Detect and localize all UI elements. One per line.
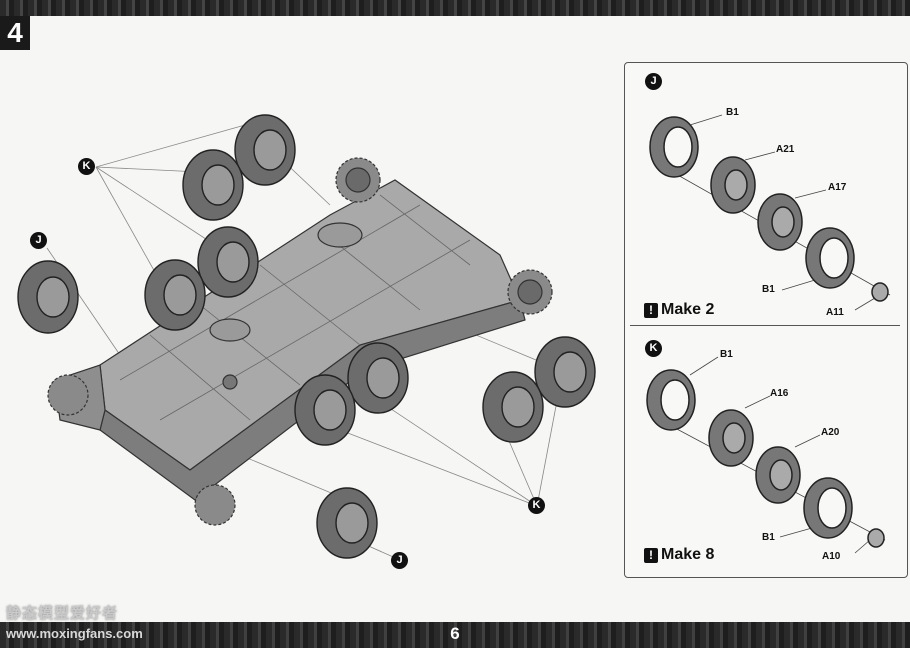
bottom-border-bar xyxy=(0,622,910,648)
panel-j-badge: J xyxy=(645,73,662,90)
panel-k-badge: K xyxy=(645,340,662,357)
page-number: 6 xyxy=(450,624,460,643)
part-label-b1: B1 xyxy=(726,107,739,118)
part-label-b1: B1 xyxy=(762,532,775,543)
make-quantity-k: ! Make 8 xyxy=(644,546,714,564)
step-number: 4 xyxy=(0,16,30,50)
part-label-a11: A11 xyxy=(826,307,844,318)
part-label-b1: B1 xyxy=(720,349,733,360)
make-label: Make 2 xyxy=(661,301,715,318)
top-border-bar xyxy=(0,0,910,16)
callout-j-badge-bottom: J xyxy=(391,552,408,569)
part-label-b1: B1 xyxy=(762,284,775,295)
make-label: Make 8 xyxy=(661,546,715,563)
callout-k-badge-right: K xyxy=(528,497,545,514)
part-label-a10: A10 xyxy=(822,551,841,562)
part-label-a16: A16 xyxy=(770,388,789,399)
callout-k-badge: K xyxy=(78,158,95,175)
part-label-a20: A20 xyxy=(821,427,840,438)
part-label-a17: A17 xyxy=(828,182,847,193)
watermark-logo: 静态模型爱好者 xyxy=(6,605,119,622)
make-quantity-j: ! Make 2 xyxy=(644,301,714,319)
exclamation-icon: ! xyxy=(644,547,658,563)
exclamation-icon: ! xyxy=(644,302,658,318)
part-label-a21: A21 xyxy=(776,144,795,155)
panel-divider xyxy=(630,325,900,326)
callout-j-badge-left: J xyxy=(30,232,47,249)
watermark-url: www.moxingfans.com xyxy=(6,626,143,641)
